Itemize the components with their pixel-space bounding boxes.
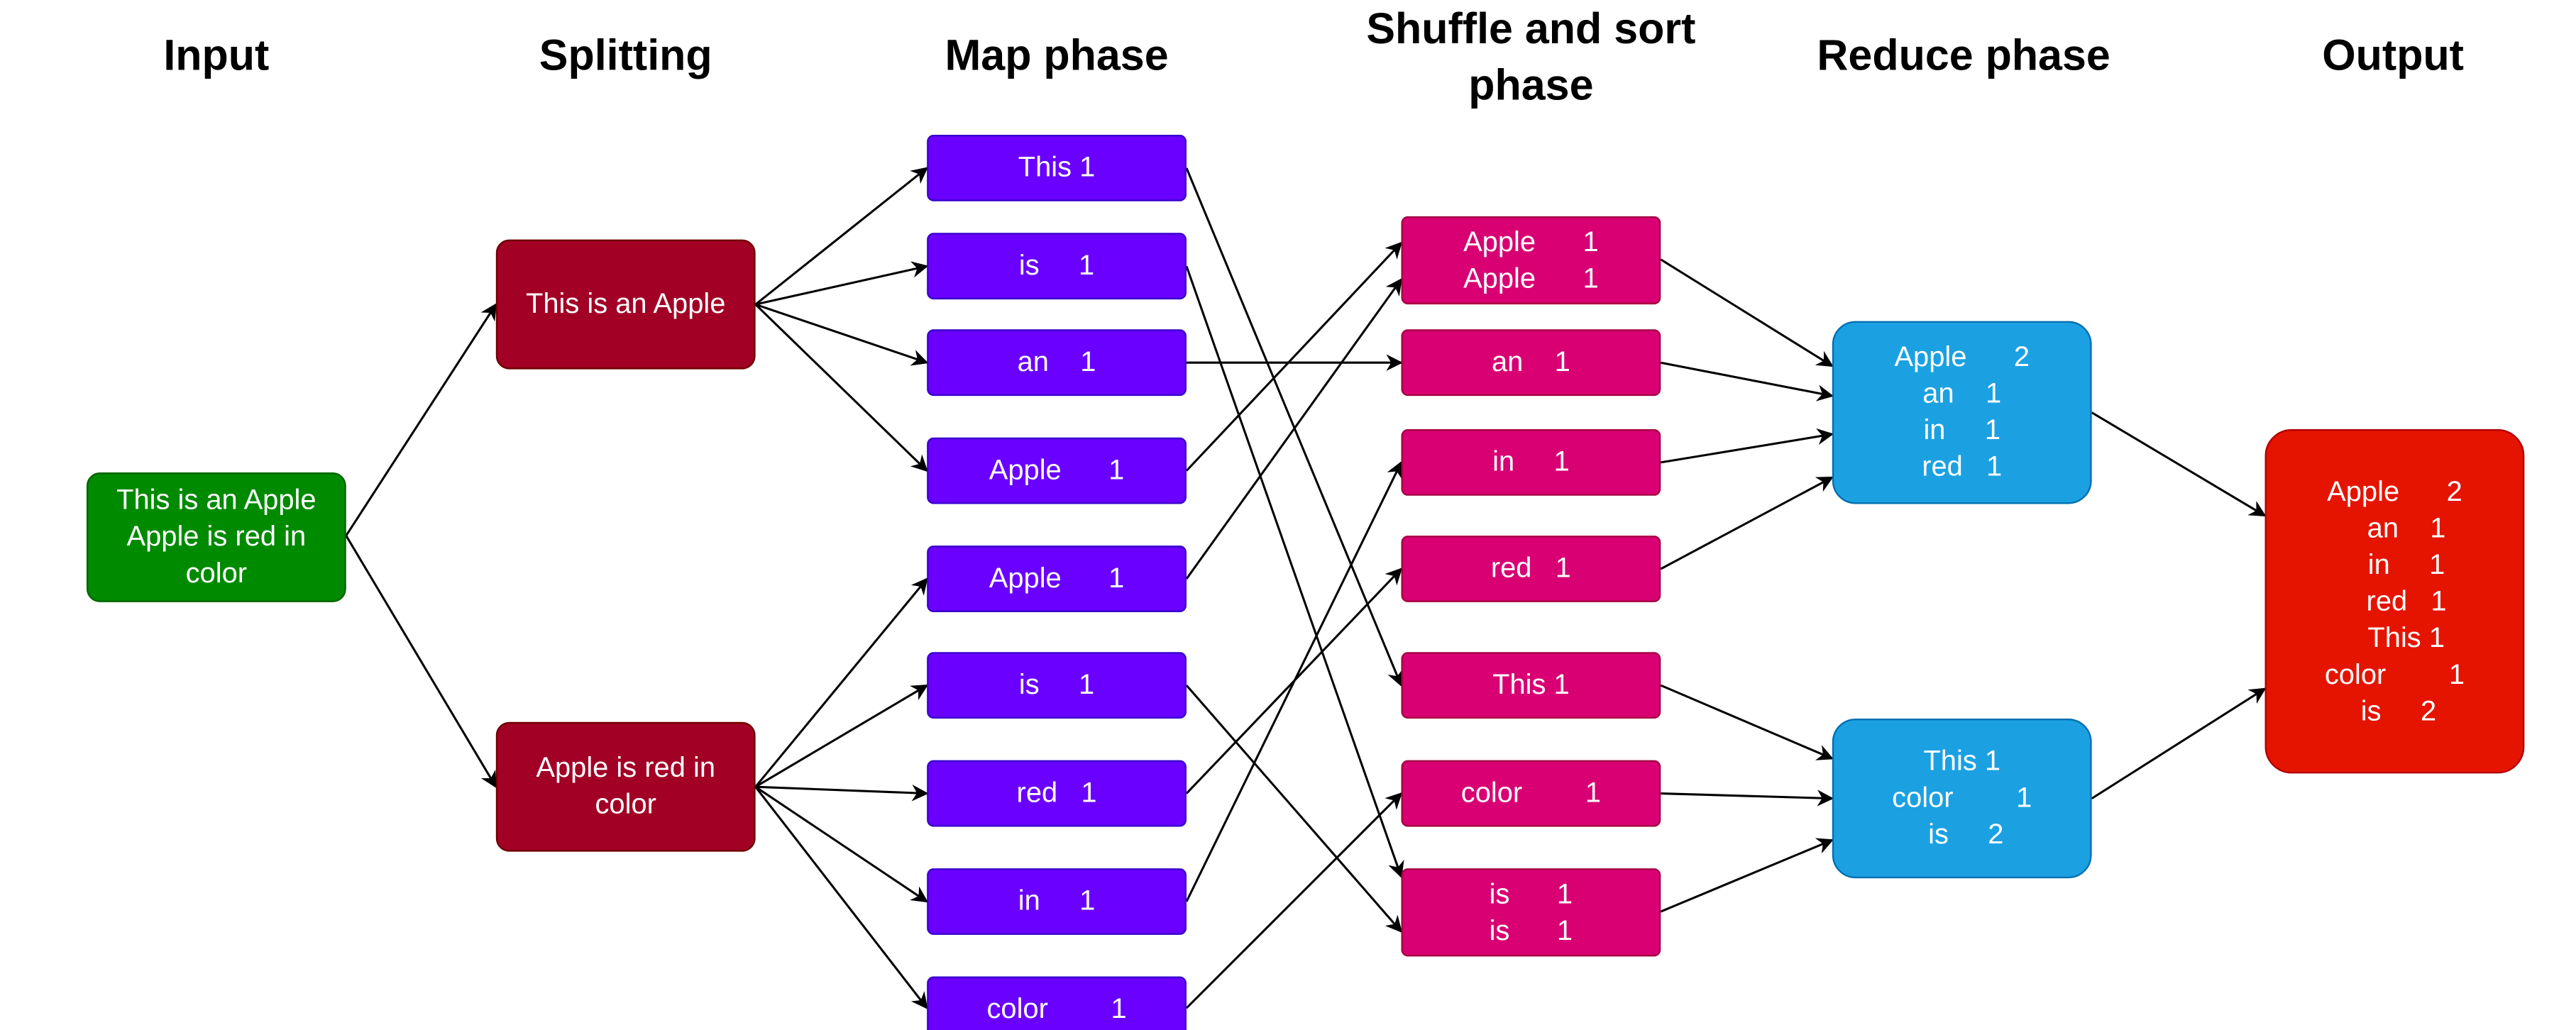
map-text: red 1 xyxy=(1016,777,1097,809)
split-node-1[interactable]: This is an Apple xyxy=(495,239,756,370)
reduce-node-1[interactable]: Apple 2 an 1 in 1 red 1 xyxy=(1832,321,2092,504)
map-node[interactable]: in 1 xyxy=(927,868,1187,935)
flow-arrow xyxy=(1660,258,1834,367)
flow-arrow xyxy=(345,303,497,536)
map-node[interactable]: Apple 1 xyxy=(927,437,1187,504)
shuffle-text: an 1 xyxy=(1491,345,1570,378)
flow-arrow xyxy=(754,785,929,903)
map-node[interactable]: color 1 xyxy=(927,976,1187,1030)
reduce-text: This 1 color 1 is 2 xyxy=(1892,745,2032,851)
flow-arrow xyxy=(754,304,928,472)
map-node[interactable]: is 1 xyxy=(927,652,1187,719)
input-node[interactable]: This is an Apple Apple is red in color xyxy=(86,472,346,602)
shuffle-node[interactable]: is 1 is 1 xyxy=(1401,868,1661,957)
map-text: an 1 xyxy=(1017,345,1096,378)
map-node[interactable]: an 1 xyxy=(927,329,1187,397)
shuffle-text: is 1 is 1 xyxy=(1489,877,1573,946)
shuffle-text: color 1 xyxy=(1460,777,1601,809)
flow-arrow xyxy=(754,167,928,306)
shuffle-node[interactable]: color 1 xyxy=(1401,760,1661,827)
flow-arrow xyxy=(755,261,929,306)
header-shuffle-sort-phase: Shuffle and sort phase xyxy=(1366,3,1696,110)
map-text: Apple 1 xyxy=(989,454,1125,486)
flow-arrow xyxy=(1185,241,1403,472)
flow-arrow xyxy=(345,535,497,789)
flow-arrow xyxy=(1661,790,1834,807)
shuffle-node[interactable]: This 1 xyxy=(1401,652,1661,719)
flow-arrow xyxy=(1660,684,1834,760)
split-text: Apple is red in color xyxy=(536,751,716,821)
flow-arrow xyxy=(754,786,928,1009)
map-node[interactable]: is 1 xyxy=(927,233,1187,300)
header-input: Input xyxy=(163,30,270,80)
flow-arrow xyxy=(755,303,929,366)
flow-arrow xyxy=(1185,265,1404,879)
map-text: This 1 xyxy=(1018,151,1096,183)
flow-arrow xyxy=(1185,792,1403,1009)
input-text: This is an Apple Apple is red in color xyxy=(116,484,317,589)
map-text: is 1 xyxy=(1018,249,1095,282)
flow-arrow xyxy=(1185,167,1404,687)
map-text: in 1 xyxy=(1018,885,1096,917)
map-node[interactable]: red 1 xyxy=(927,760,1187,827)
shuffle-node[interactable]: red 1 xyxy=(1401,536,1661,602)
flow-arrow xyxy=(1185,685,1403,933)
flow-arrow xyxy=(2091,411,2267,517)
shuffle-text: This 1 xyxy=(1492,668,1570,701)
shuffle-node[interactable]: an 1 xyxy=(1401,329,1661,397)
header-output: Output xyxy=(2322,30,2464,80)
flow-arrow xyxy=(1185,460,1402,902)
flow-arrow xyxy=(1660,838,1834,913)
map-text: color 1 xyxy=(986,992,1127,1025)
header-reduce-phase: Reduce phase xyxy=(1817,30,2110,80)
reduce-text: Apple 2 an 1 in 1 red 1 xyxy=(1894,340,2030,483)
shuffle-text: Apple 1 Apple 1 xyxy=(1463,225,1599,294)
split-text: This is an Apple xyxy=(525,287,726,320)
output-node[interactable]: Apple 2 an 1 in 1 red 1 This 1 color 1 i… xyxy=(2264,429,2525,774)
map-text: Apple 1 xyxy=(989,562,1125,594)
reduce-node-2[interactable]: This 1 color 1 is 2 xyxy=(1832,719,2092,879)
shuffle-text: in 1 xyxy=(1492,445,1570,478)
flow-arrow xyxy=(754,684,929,788)
header-splitting: Splitting xyxy=(539,30,712,80)
flow-arrow xyxy=(754,577,928,788)
flow-arrow xyxy=(1661,428,1834,464)
split-node-2[interactable]: Apple is red in color xyxy=(495,721,756,852)
flow-arrow xyxy=(1660,476,1834,570)
shuffle-node[interactable]: in 1 xyxy=(1401,429,1661,496)
map-node[interactable]: This 1 xyxy=(927,134,1187,201)
map-node[interactable]: Apple 1 xyxy=(927,546,1187,612)
shuffle-text: red 1 xyxy=(1490,552,1571,585)
flow-arrow xyxy=(1185,278,1402,580)
flow-arrow xyxy=(1661,361,1834,402)
flow-arrow xyxy=(2091,687,2267,799)
header-map-phase: Map phase xyxy=(945,30,1169,80)
flow-arrow xyxy=(755,785,929,802)
output-text: Apple 2 an 1 in 1 red 1 This 1 color 1 i… xyxy=(2324,475,2465,726)
shuffle-node[interactable]: Apple 1 Apple 1 xyxy=(1401,216,1661,305)
map-text: is 1 xyxy=(1018,668,1095,701)
